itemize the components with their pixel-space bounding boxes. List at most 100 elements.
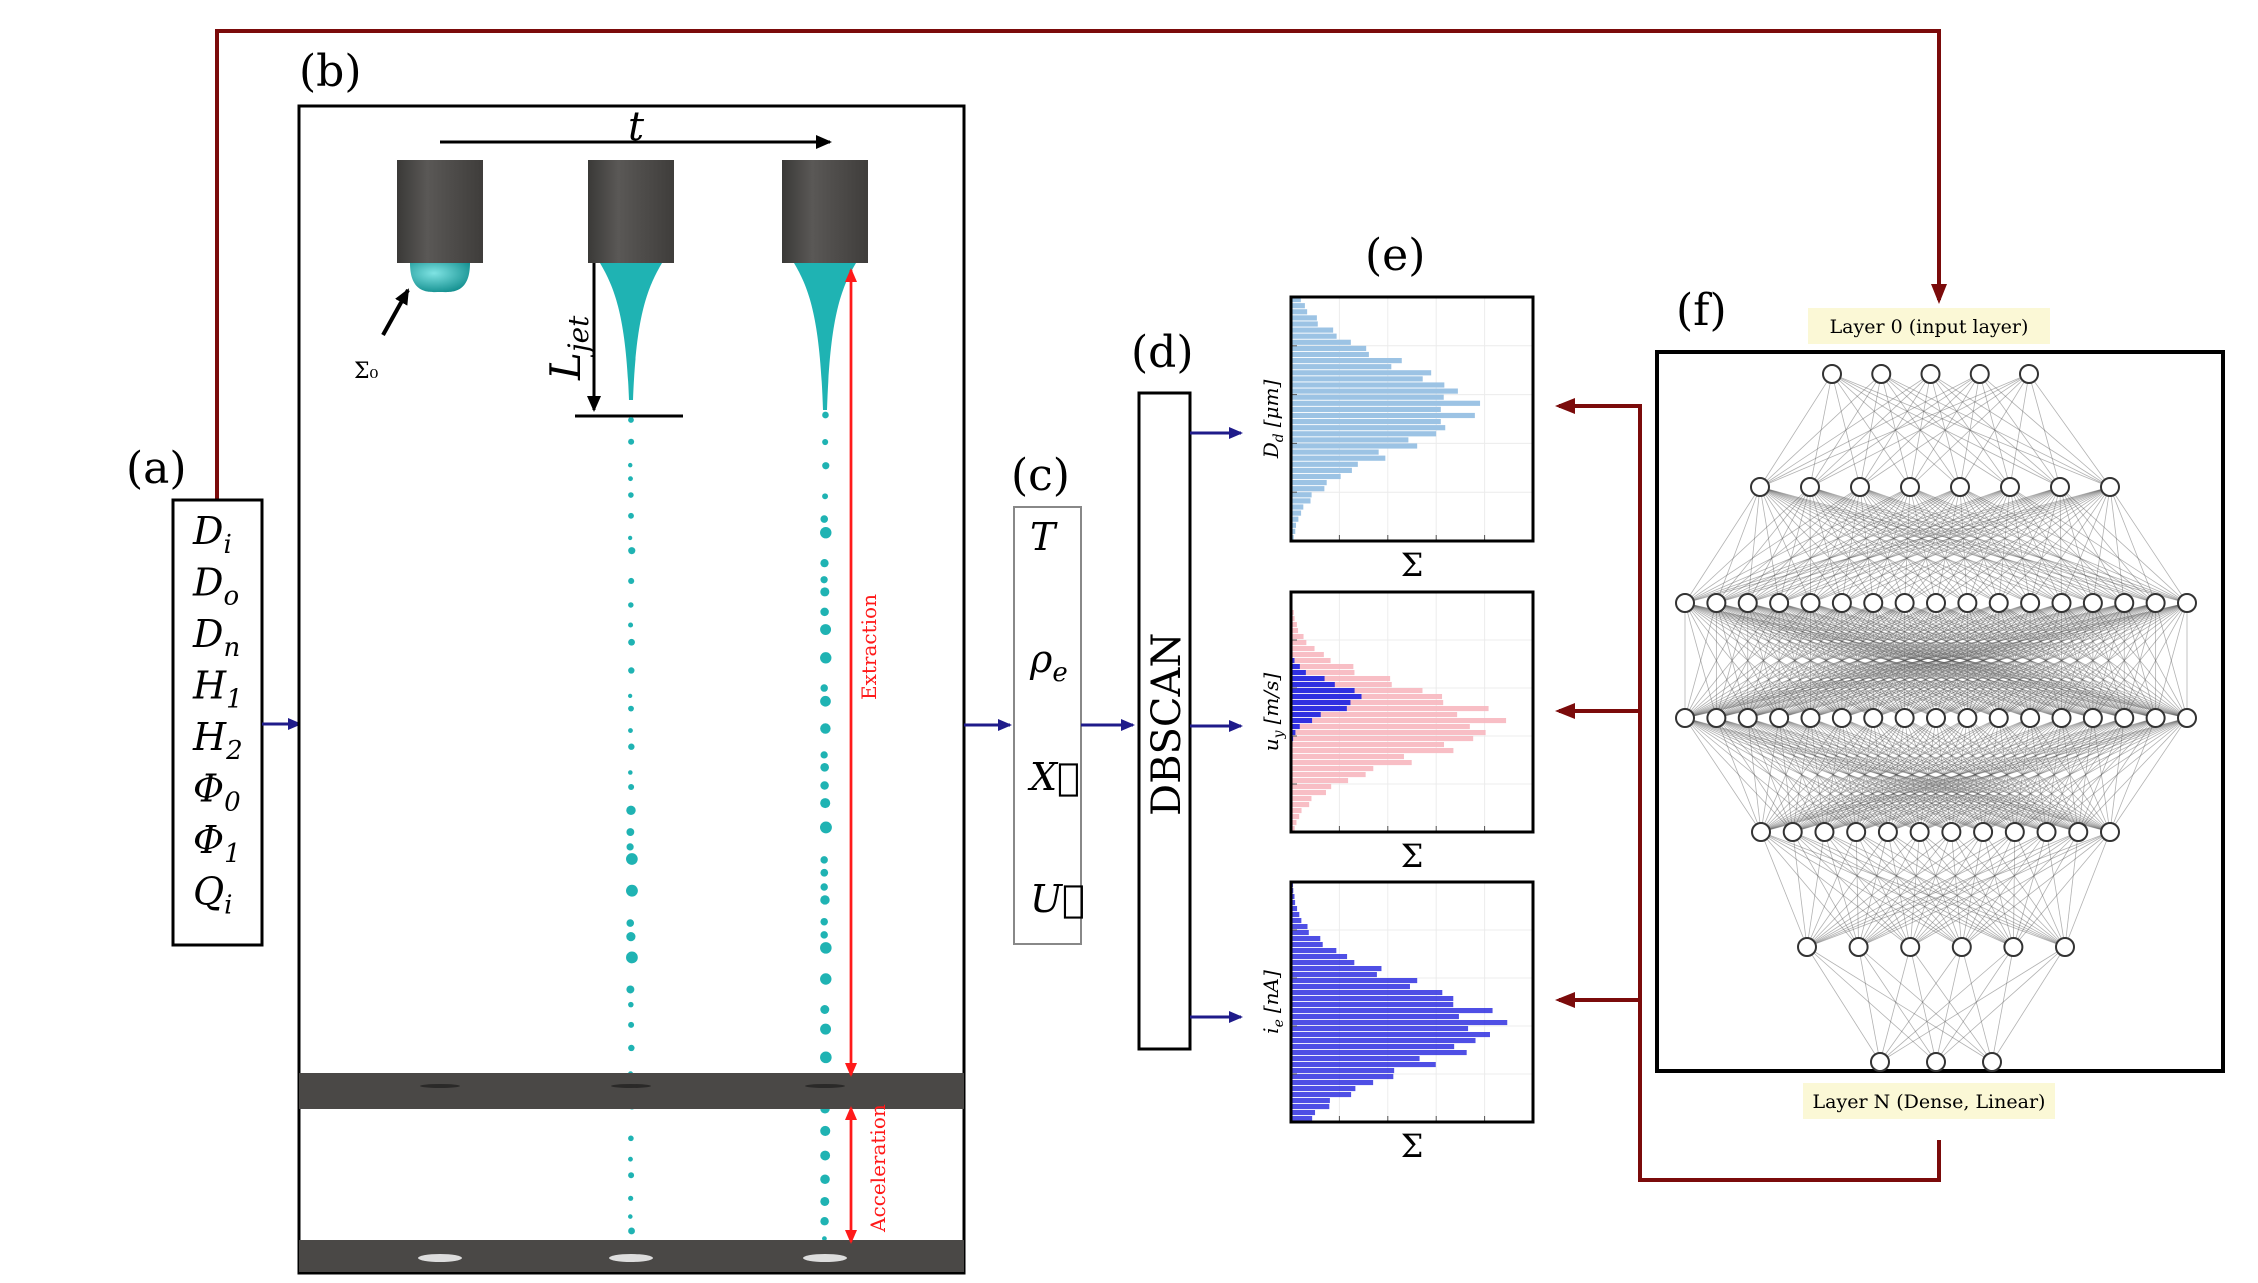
droplet bbox=[820, 607, 829, 617]
nn-edge bbox=[1747, 602, 2156, 719]
nn-edge bbox=[1919, 831, 2066, 948]
nn-edge bbox=[1858, 831, 2111, 948]
nn-edge bbox=[1810, 602, 1843, 719]
histogram-bar bbox=[1292, 784, 1332, 790]
nn-node bbox=[1850, 477, 1870, 497]
nn-edge bbox=[1809, 486, 1937, 604]
histogram-bar bbox=[1292, 339, 1351, 345]
nn-edge bbox=[1716, 486, 1811, 604]
nn-edge bbox=[1841, 717, 1952, 833]
histogram-bar bbox=[1292, 736, 1294, 742]
nn-edge bbox=[1809, 486, 2125, 604]
nn-edge bbox=[1904, 486, 2011, 604]
nn-edge bbox=[2029, 602, 2062, 719]
nn-edge bbox=[1684, 602, 2125, 719]
nn-edge bbox=[1806, 946, 1993, 1063]
nn-edge bbox=[1716, 602, 1843, 719]
nn-edge bbox=[1684, 602, 1937, 719]
nn-edge bbox=[1747, 717, 1920, 833]
nn-node bbox=[1800, 477, 1820, 497]
nn-edge bbox=[1998, 717, 2047, 833]
nn-edge bbox=[1841, 717, 1984, 833]
nn-edge bbox=[1824, 717, 2062, 833]
histogram-bar bbox=[1292, 327, 1334, 333]
nn-edge bbox=[1806, 831, 1857, 948]
nn-edge bbox=[1935, 602, 2000, 719]
nn-edge bbox=[1873, 602, 2062, 719]
nn-edge bbox=[1904, 602, 2188, 719]
histogram-bar bbox=[1292, 634, 1304, 640]
histogram-bar bbox=[1292, 1104, 1330, 1110]
nn-edge bbox=[1806, 831, 1920, 948]
nn-edge bbox=[1998, 486, 2111, 604]
nn-edge bbox=[1904, 717, 2016, 833]
nn-edge bbox=[1841, 602, 1999, 719]
nn-edge bbox=[1966, 486, 2011, 604]
nn-edge bbox=[1806, 831, 2016, 948]
nn-edge bbox=[1760, 717, 1937, 833]
droplet bbox=[628, 728, 633, 733]
nn-edge bbox=[1716, 602, 1843, 719]
histogram-bar bbox=[1292, 676, 1391, 682]
nn-edge bbox=[1684, 486, 1961, 604]
nn-edge bbox=[1716, 486, 1911, 604]
nn-edge bbox=[2109, 486, 2188, 604]
nn-edge bbox=[1904, 717, 2079, 833]
histogram-bar bbox=[1292, 918, 1302, 924]
panel-d-label: (d) bbox=[1131, 327, 1194, 378]
nn-edge bbox=[1872, 486, 2011, 604]
nn-edge bbox=[2155, 602, 2188, 719]
cone-jet-2 bbox=[600, 263, 662, 400]
nn-edge bbox=[2077, 717, 2188, 833]
droplet bbox=[628, 492, 634, 498]
nn-edge bbox=[1684, 602, 1717, 719]
nn-edge bbox=[1841, 602, 2062, 719]
nn-edge bbox=[1858, 946, 1937, 1063]
nn-edge bbox=[1778, 602, 1937, 719]
nn-node bbox=[1926, 708, 1946, 728]
nn-edge bbox=[1809, 373, 1980, 488]
nn-edge bbox=[1809, 373, 1931, 488]
histogram-bar bbox=[1292, 814, 1300, 820]
nn-edge bbox=[1810, 602, 1937, 719]
nn-edge bbox=[2009, 486, 2062, 604]
histogram-bar bbox=[1292, 345, 1367, 351]
nn-edge bbox=[1935, 602, 2062, 719]
nn-edge bbox=[1716, 602, 1905, 719]
nn-node bbox=[1877, 822, 1898, 842]
nn-edge bbox=[1909, 486, 2125, 604]
nn-edge bbox=[1951, 717, 2094, 833]
nn-node bbox=[2082, 708, 2103, 728]
nn-edge bbox=[1909, 831, 1952, 948]
histogram-bar bbox=[1292, 748, 1454, 754]
nn-edge bbox=[1951, 717, 2062, 833]
nn-node bbox=[1863, 593, 1884, 613]
nn-edge bbox=[2123, 602, 2188, 719]
histogram-bar bbox=[1292, 351, 1369, 358]
nn-edge bbox=[1778, 602, 1999, 719]
nn-edge bbox=[1810, 602, 1937, 719]
nn-edge bbox=[1904, 486, 1961, 604]
nn-edge bbox=[1979, 373, 2111, 488]
droplet bbox=[628, 638, 635, 646]
nn-edge bbox=[1909, 831, 1921, 948]
nn-edge bbox=[1967, 602, 2062, 719]
nn-edge bbox=[1859, 486, 2062, 604]
nn-edge bbox=[2029, 602, 2188, 719]
nn-edge bbox=[1778, 486, 1861, 604]
nn-edge bbox=[1935, 602, 1968, 719]
nn-edge bbox=[1859, 486, 2188, 604]
histogram-bar bbox=[1292, 510, 1302, 516]
histogram-bar bbox=[1292, 1020, 1508, 1026]
nn-edge bbox=[1872, 717, 1921, 833]
nn-edge bbox=[1778, 602, 2062, 719]
nn-edge bbox=[1859, 486, 1905, 604]
nn-node bbox=[2019, 364, 2039, 384]
nn-edge bbox=[1935, 602, 1968, 719]
nn-node bbox=[1871, 364, 1892, 384]
nn-edge bbox=[1716, 717, 1794, 833]
nn-edge bbox=[1747, 602, 1937, 719]
nn-edge bbox=[1935, 486, 2111, 604]
nn-edge bbox=[2061, 602, 2125, 719]
histogram-bar bbox=[1292, 1086, 1356, 1092]
